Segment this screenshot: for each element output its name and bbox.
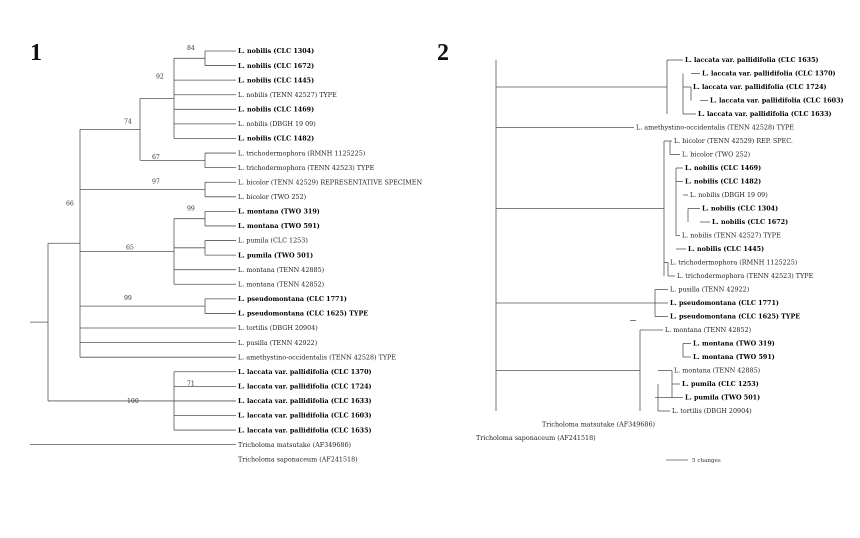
tree2-leaf-label: L. tortilis (DBGH 20904) bbox=[672, 407, 752, 415]
tree2-leaf-label: L. trichodermophora (TENN 42523) TYPE bbox=[677, 272, 814, 280]
panel-2-label: 2 bbox=[437, 40, 449, 66]
tree2-leaf-label: L. laccata var. pallidifolia (CLC 1370) bbox=[702, 70, 836, 78]
tree2-leaf-label: L. pseudomontana (CLC 1771) bbox=[670, 299, 779, 307]
tree2-leaf-label: L. nobilis (DBGH 19 09) bbox=[690, 191, 768, 199]
tree2-leaf-label: L. pumila (TWO 501) bbox=[685, 394, 760, 402]
tree2-leaf-label: L. montana (TENN 42885) bbox=[674, 367, 760, 375]
tree1-leaf-label: L. laccata var. pallidifolia (CLC 1724) bbox=[238, 383, 372, 391]
tree1-support-value: 74 bbox=[124, 118, 132, 125]
tree1-support-value: 71 bbox=[187, 380, 195, 387]
tree1-leaf-label: L. nobilis (CLC 1445) bbox=[238, 76, 314, 84]
tree2-leaf-label: L. trichodermophora (RMNH 1125225) bbox=[670, 259, 797, 267]
tree2-leaf-label: L. nobilis (CLC 1469) bbox=[685, 164, 761, 172]
tree2-leaf-label: L. laccata var. pallidifolia (CLC 1724) bbox=[693, 83, 827, 91]
tree1-leaf-label: L. pseudomontana (CLC 1625) TYPE bbox=[238, 310, 368, 318]
tree1-leaf-label: Tricholoma saponaceum (AF241518) bbox=[238, 455, 358, 463]
tree2-leaf-label: Tricholoma saponaceum (AF241518) bbox=[476, 434, 596, 442]
tree1-leaf-label: L. montana (TENN 42885) bbox=[238, 266, 324, 274]
tree1-leaf-label: L. laccata var. pallidifolia (CLC 1603) bbox=[238, 412, 372, 420]
tree2-leaf-label: L. pusilla (TENN 42922) bbox=[670, 286, 749, 294]
tree2-leaf-label: L. nobilis (CLC 1482) bbox=[685, 178, 761, 186]
tree2-leaf-label: L. nobilis (CLC 1445) bbox=[688, 245, 764, 253]
tree1-leaf-label: L. nobilis (CLC 1469) bbox=[238, 106, 314, 114]
tree1-support-value: 67 bbox=[152, 154, 160, 161]
tree1-leaf-label: L. pseudomontana (CLC 1771) bbox=[238, 295, 347, 303]
tree1-leaf-label: L. laccata var. pallidifolia (CLC 1635) bbox=[238, 426, 372, 434]
tree2-leaf-label: L. montana (TWO 591) bbox=[693, 353, 775, 361]
tree2-leaf-label: L. nobilis (CLC 1304) bbox=[702, 205, 778, 213]
tree2-leaf-label: L. nobilis (TENN 42527) TYPE bbox=[682, 232, 781, 240]
tree-panel-1: L. nobilis (CLC 1304) L. nobilis (CLC 167… bbox=[30, 45, 422, 463]
tree1-leaf-label: L. montana (TWO 319) bbox=[238, 208, 320, 216]
tree1-support-value: 65 bbox=[126, 244, 134, 251]
tree1-leaf-label: L. montana (TWO 591) bbox=[238, 222, 320, 230]
tree2-leaf-label: L. laccata var. pallidifolia (CLC 1603) bbox=[710, 97, 844, 105]
tree1-support-value: 92 bbox=[156, 73, 164, 80]
tree1-leaf-label: L. nobilis (CLC 1482) bbox=[238, 135, 314, 143]
tree1-leaf-label: L. amethystino-occidentalis (TENN 42528)… bbox=[238, 353, 396, 361]
tree2-scale-label: 5 changes bbox=[692, 458, 721, 464]
tree1-leaf-label: Tricholoma matsutake (AF349686) bbox=[238, 441, 351, 449]
tree1-leaf-label: L. nobilis (CLC 1304) bbox=[238, 47, 314, 55]
tree1-leaf-label: L. pumila (CLC 1253) bbox=[238, 237, 308, 245]
tree1-leaf-label: L. laccata var. pallidifolia (CLC 1633) bbox=[238, 397, 372, 405]
tree1-leaf-label: L. laccata var. pallidifolia (CLC 1370) bbox=[238, 368, 372, 376]
tree2-leaf-label: L. pumila (CLC 1253) bbox=[682, 380, 759, 388]
tree2-leaf-label: L. laccata var. pallidifolia (CLC 1635) bbox=[685, 56, 819, 64]
tree1-leaf-label: L. nobilis (CLC 1672) bbox=[238, 62, 314, 70]
tree2-leaf-label: L. bicolor (TENN 42529) REP. SPEC. bbox=[674, 137, 793, 145]
tree2-leaf-label: L. nobilis (CLC 1672) bbox=[712, 218, 788, 226]
tree1-leaf-label: L. trichodermophora (TENN 42523) TYPE bbox=[238, 164, 375, 172]
tree1-leaf-label: L. pusilla (TENN 42922) bbox=[238, 339, 317, 347]
tree1-leaf-label: L. pumila (TWO 501) bbox=[238, 251, 313, 259]
tree1-support-value: 100 bbox=[127, 398, 139, 405]
tree2-leaf-label: L. amethystino-occidentalis (TENN 42528)… bbox=[636, 124, 794, 132]
tree2-leaf-label: L. bicolor (TWO 252) bbox=[682, 151, 750, 159]
tree2-leaf-label: L. montana (TWO 319) bbox=[693, 340, 775, 348]
tree1-leaf-label: L. trichodermophora (RMNH 1125225) bbox=[238, 149, 365, 157]
tree2-leaf-label: L. laccata var. pallidifolia (CLC 1633) bbox=[698, 110, 832, 118]
tree2-leaf-label: L. pseudomontana (CLC 1625) TYPE bbox=[670, 313, 800, 321]
tree1-leaf-label: L. montana (TENN 42852) bbox=[238, 280, 324, 288]
panel-1-label: 1 bbox=[30, 40, 42, 66]
tree1-support-value: 99 bbox=[187, 205, 195, 212]
tree1-support-value: 66 bbox=[66, 200, 74, 207]
tree1-leaf-label: L. tortilis (DBGH 20904) bbox=[238, 324, 318, 332]
tree1-support-value: 84 bbox=[187, 45, 195, 52]
tree-panel-2: L. laccata var. pallidifolia (CLC 1635) L… bbox=[476, 56, 844, 464]
tree1-leaf-label: L. bicolor (TENN 42529) REPRESENTATIVE S… bbox=[238, 178, 422, 186]
tree1-support-value: 97 bbox=[152, 179, 160, 186]
tree2-leaf-label: Tricholoma matsutake (AF349686) bbox=[542, 421, 655, 429]
tree1-support-value: 99 bbox=[124, 295, 132, 302]
tree1-leaf-label: L. bicolor (TWO 252) bbox=[238, 193, 306, 201]
tree1-leaf-label: L. nobilis (TENN 42527) TYPE bbox=[238, 91, 337, 99]
tree2-leaf-label: L. montana (TENN 42852) bbox=[665, 326, 751, 334]
tree1-leaf-label: L. nobilis (DBGH 19 09) bbox=[238, 120, 316, 128]
